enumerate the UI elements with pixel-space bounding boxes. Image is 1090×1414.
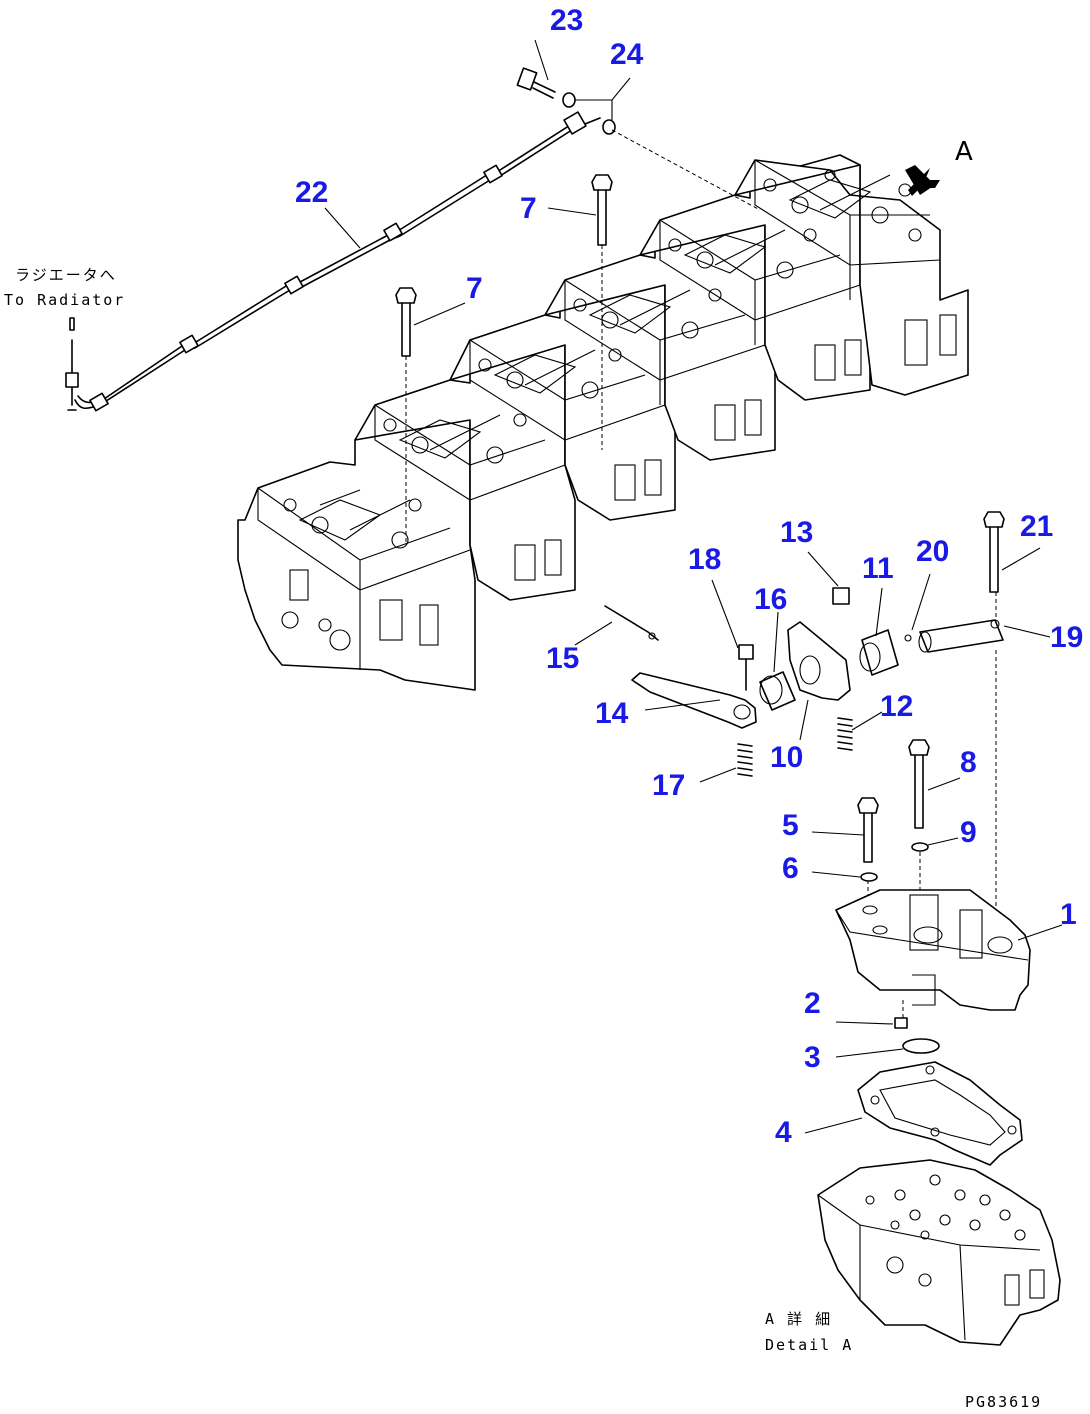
callout-7-lower: 7: [466, 272, 483, 305]
washer-9: [911, 842, 929, 852]
rocker-arm-14: [631, 672, 757, 729]
view-a-label: A: [955, 137, 973, 167]
callout-17: 17: [652, 769, 685, 802]
callout-9: 9: [960, 816, 977, 849]
callout-8: 8: [960, 746, 977, 779]
callout-19: 19: [1050, 621, 1083, 654]
callout-12: 12: [880, 690, 913, 723]
shaft-19: [918, 619, 1004, 653]
pin-20: [904, 634, 912, 642]
to-radiator-note-jp: ラジエータへ: [15, 266, 117, 284]
bushing-16: [759, 671, 796, 711]
callout-2: 2: [804, 987, 821, 1020]
callout-22: 22: [295, 176, 328, 209]
annotations: ラジエータへ To Radiator A A 詳 細 Detail A PG83…: [4, 137, 1042, 1411]
callout-20: 20: [916, 535, 949, 568]
bolt-21: [983, 511, 1005, 935]
gaskets-24: [562, 92, 761, 211]
bleed-tube-assembly: [65, 111, 601, 412]
leader-lines: [324, 39, 1063, 1134]
callout-18: 18: [688, 543, 721, 576]
gasket-4: [857, 1061, 1023, 1166]
callout-1: 1: [1060, 898, 1077, 931]
detail-a-label-en: Detail A: [765, 1336, 853, 1354]
bolt-5: [857, 797, 879, 925]
spring-17: [737, 743, 753, 777]
view-direction-arrow-icon: [905, 165, 940, 196]
callout-7-upper: 7: [520, 192, 537, 225]
bolt-7-lower: [395, 287, 417, 545]
cylinder-head-detail-a: [817, 1159, 1061, 1346]
detail-a-label-jp: A 詳 細: [765, 1310, 832, 1328]
callout-10: 10: [770, 741, 803, 774]
spring-12: [837, 717, 853, 751]
to-radiator-note-en: To Radiator: [4, 291, 125, 309]
washer-6: [860, 872, 878, 882]
callout-16: 16: [754, 583, 787, 616]
callout-24: 24: [610, 38, 644, 71]
callout-3: 3: [804, 1041, 821, 1074]
drawing-number: PG83619: [965, 1393, 1042, 1411]
cylinder-head-row: [237, 154, 969, 691]
bolt-23: [516, 67, 556, 99]
callout-13: 13: [780, 516, 813, 549]
bolt-8: [908, 739, 930, 890]
o-ring-3: [902, 1038, 940, 1054]
nut-13: [832, 587, 850, 605]
bolt-7-upper: [591, 174, 613, 450]
callout-21: 21: [1020, 510, 1053, 543]
cylinder-head-1: [237, 409, 476, 691]
nut-18: [738, 644, 754, 691]
callout-14: 14: [595, 697, 629, 730]
callout-6: 6: [782, 852, 799, 885]
valve-lever-10: [787, 621, 851, 701]
callout-15: 15: [546, 642, 579, 675]
callout-23: 23: [550, 4, 583, 37]
bushing-11: [859, 629, 899, 676]
callout-11: 11: [862, 552, 894, 585]
callout-4: 4: [775, 1116, 792, 1149]
cylinder-head-6: [734, 159, 969, 396]
callout-labels: 1 2 3 4 5 6 7 7 8 9 10 11 12 13 14 15 16…: [295, 4, 1083, 1149]
callout-5: 5: [782, 809, 799, 842]
plug-2: [894, 1017, 908, 1029]
adjust-screw-15: [604, 605, 659, 641]
rocker-housing-1: [835, 889, 1031, 1020]
